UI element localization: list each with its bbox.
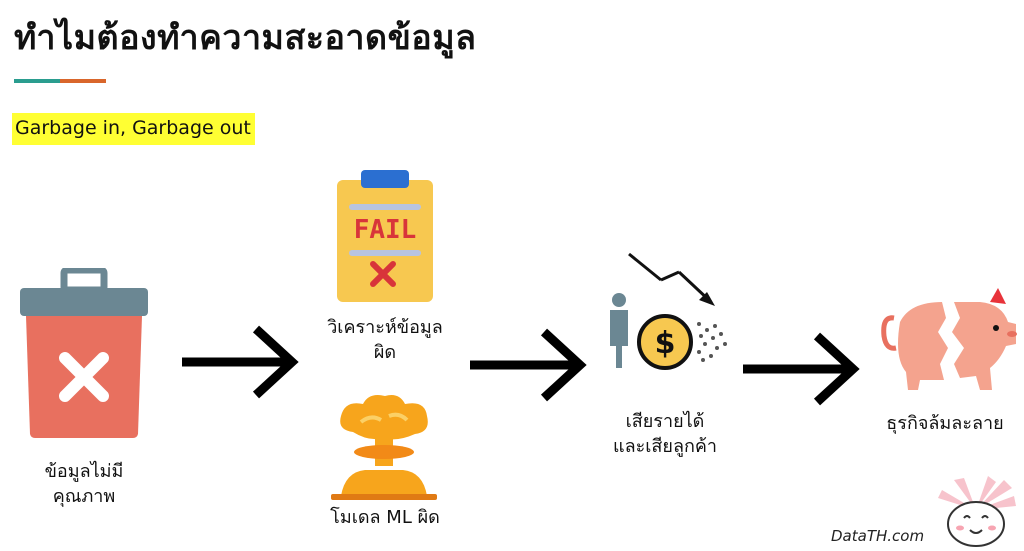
arrow-icon	[182, 325, 299, 399]
arrow-icon	[470, 328, 587, 402]
fail-text: FAIL	[354, 215, 417, 245]
wrong-analysis-label: วิเคราะห์ข้อมูล ผิด	[327, 317, 443, 363]
explosion-icon	[331, 395, 437, 500]
rabbit-mascot-icon	[938, 476, 1016, 547]
fail-clipboard-icon: FAIL	[337, 170, 433, 302]
trash-bin-icon	[20, 268, 148, 438]
dollar-sign: $	[655, 326, 676, 361]
bad-data-label: ข้อมูลไม่มี คุณภาพ	[44, 461, 124, 507]
broken-piggy-bank-icon	[881, 288, 1017, 390]
lose-revenue-label: เสียรายได้ และเสียลูกค้า	[612, 411, 718, 457]
subtitle-highlight: Garbage in, Garbage out	[12, 113, 255, 145]
wrong-model-label: โมเดล ML ผิด	[330, 507, 440, 528]
title-underline	[14, 79, 106, 83]
arrow-icon	[743, 332, 860, 406]
brand-text: DataTH.com	[831, 527, 925, 545]
money-loss-icon: $	[610, 252, 727, 370]
page-title: ทำไมต้องทำความสะอาดข้อมูล	[14, 18, 477, 58]
bankrupt-label: ธุรกิจล้มละลาย	[886, 413, 1004, 434]
